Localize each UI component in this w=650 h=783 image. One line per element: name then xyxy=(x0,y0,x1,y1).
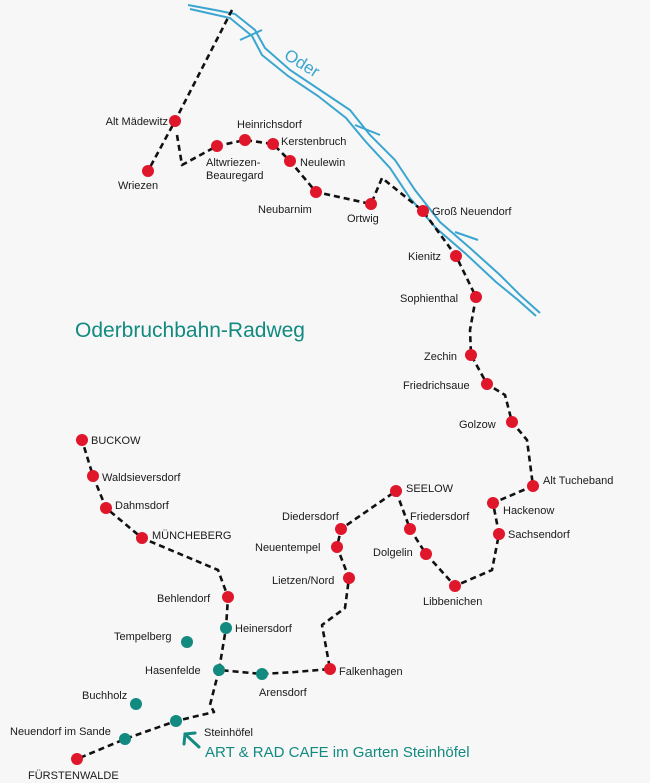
stop-behlendorf[interactable] xyxy=(222,591,234,603)
route-fuerstenwalde-line xyxy=(76,669,221,761)
label-friedrichsaue: Friedrichsaue xyxy=(403,380,470,392)
stop-hackenow[interactable] xyxy=(487,497,499,509)
stop-dahmsdorf[interactable] xyxy=(100,502,112,514)
stop-neubarnim[interactable] xyxy=(310,186,322,198)
stop-ortwig[interactable] xyxy=(365,198,377,210)
arrow-icon xyxy=(182,731,201,749)
stop-neulewin[interactable] xyxy=(284,155,296,167)
stop-gross-neuendorf[interactable] xyxy=(417,205,429,217)
label-altwriezen-2: Beauregard xyxy=(206,170,264,182)
label-sophienthal: Sophienthal xyxy=(400,293,458,305)
label-hasenfelde: Hasenfelde xyxy=(145,665,201,677)
label-dahmsdorf: Dahmsdorf xyxy=(115,500,170,512)
cafe-label: ART & RAD CAFE im Garten Steinhöfel xyxy=(205,744,470,761)
stations xyxy=(71,115,539,765)
stop-friedersdorf[interactable] xyxy=(404,523,416,535)
stop-falkenhagen[interactable] xyxy=(324,663,336,675)
label-diedersdorf: Diedersdorf xyxy=(282,511,340,523)
stop-dolgelin[interactable] xyxy=(420,548,432,560)
stop-altwriezen[interactable] xyxy=(211,140,223,152)
oder-river xyxy=(187,4,541,317)
label-falkenhagen: Falkenhagen xyxy=(339,666,403,678)
stop-tempelberg[interactable] xyxy=(181,636,193,648)
place-labels: Alt Mädewitz Wriezen Altwriezen- Beaureg… xyxy=(10,116,613,782)
route-main-line xyxy=(80,134,535,676)
label-dolgelin: Dolgelin xyxy=(373,547,413,559)
label-arensdorf: Arensdorf xyxy=(259,687,308,699)
label-alt-tucheband: Alt Tucheband xyxy=(543,475,613,487)
label-libbenichen: Libbenichen xyxy=(423,596,482,608)
label-steinhoefel: Steinhöfel xyxy=(204,727,253,739)
stop-kerstenbruch[interactable] xyxy=(267,138,279,150)
label-fuerstenwalde: FÜRSTENWALDE xyxy=(28,770,119,782)
stop-arensdorf[interactable] xyxy=(256,668,268,680)
label-neulewin: Neulewin xyxy=(300,157,345,169)
label-gross-neuendorf: Groß Neuendorf xyxy=(432,206,512,218)
label-kienitz: Kienitz xyxy=(408,251,441,263)
stop-neuendorf-im-sande[interactable] xyxy=(119,733,131,745)
stop-sachsendorf[interactable] xyxy=(493,528,505,540)
stop-buchholz[interactable] xyxy=(130,698,142,710)
label-buckow: BUCKOW xyxy=(91,435,141,447)
label-hackenow: Hackenow xyxy=(503,505,554,517)
label-neubarnim: Neubarnim xyxy=(258,204,312,216)
label-alt-maedewitz: Alt Mädewitz xyxy=(106,116,168,128)
stop-lietzen-nord[interactable] xyxy=(343,572,355,584)
stop-hasenfelde[interactable] xyxy=(213,664,225,676)
stop-waldsieversdorf[interactable] xyxy=(87,470,99,482)
stop-buckow[interactable] xyxy=(76,434,88,446)
label-neuentempel: Neuentempel xyxy=(255,542,320,554)
label-seelow: SEELOW xyxy=(406,483,454,495)
stop-diedersdorf[interactable] xyxy=(335,523,347,535)
label-kerstenbruch: Kerstenbruch xyxy=(281,136,346,148)
label-behlendorf: Behlendorf xyxy=(157,593,211,605)
stop-libbenichen[interactable] xyxy=(449,580,461,592)
label-buchholz: Buchholz xyxy=(82,690,127,702)
label-altwriezen-1: Altwriezen- xyxy=(206,157,261,169)
map-title: Oderbruchbahn-Radweg xyxy=(75,319,305,342)
label-golzow: Golzow xyxy=(459,419,496,431)
label-waldsieversdorf: Waldsieversdorf xyxy=(102,472,181,484)
label-muencheberg: MÜNCHEBERG xyxy=(152,530,231,542)
stop-alt-maedewitz[interactable] xyxy=(169,115,181,127)
stop-alt-tucheband[interactable] xyxy=(527,480,539,492)
stop-steinhoefel[interactable] xyxy=(170,715,182,727)
label-zechin: Zechin xyxy=(424,351,457,363)
label-lietzen-nord: Lietzen/Nord xyxy=(272,575,334,587)
label-sachsendorf: Sachsendorf xyxy=(508,529,571,541)
label-heinersdorf: Heinersdorf xyxy=(235,623,293,635)
stop-kienitz[interactable] xyxy=(450,250,462,262)
label-friedersdorf: Friedersdorf xyxy=(410,511,470,523)
stop-friedrichsaue[interactable] xyxy=(481,378,493,390)
stop-heinrichsdorf[interactable] xyxy=(239,134,251,146)
stop-heinersdorf[interactable] xyxy=(220,622,232,634)
stop-golzow[interactable] xyxy=(506,416,518,428)
stop-zechin[interactable] xyxy=(465,349,477,361)
label-tempelberg: Tempelberg xyxy=(114,631,171,643)
stop-wriezen[interactable] xyxy=(142,165,154,177)
label-heinrichsdorf: Heinrichsdorf xyxy=(237,119,303,131)
stop-neuentempel[interactable] xyxy=(331,541,343,553)
stop-seelow[interactable] xyxy=(390,485,402,497)
label-wriezen: Wriezen xyxy=(118,180,158,192)
label-neuendorf-im-sande: Neuendorf im Sande xyxy=(10,726,111,738)
label-ortwig: Ortwig xyxy=(347,213,379,225)
stop-muencheberg[interactable] xyxy=(136,532,148,544)
stop-sophienthal[interactable] xyxy=(470,291,482,303)
stop-fuerstenwalde[interactable] xyxy=(71,753,83,765)
